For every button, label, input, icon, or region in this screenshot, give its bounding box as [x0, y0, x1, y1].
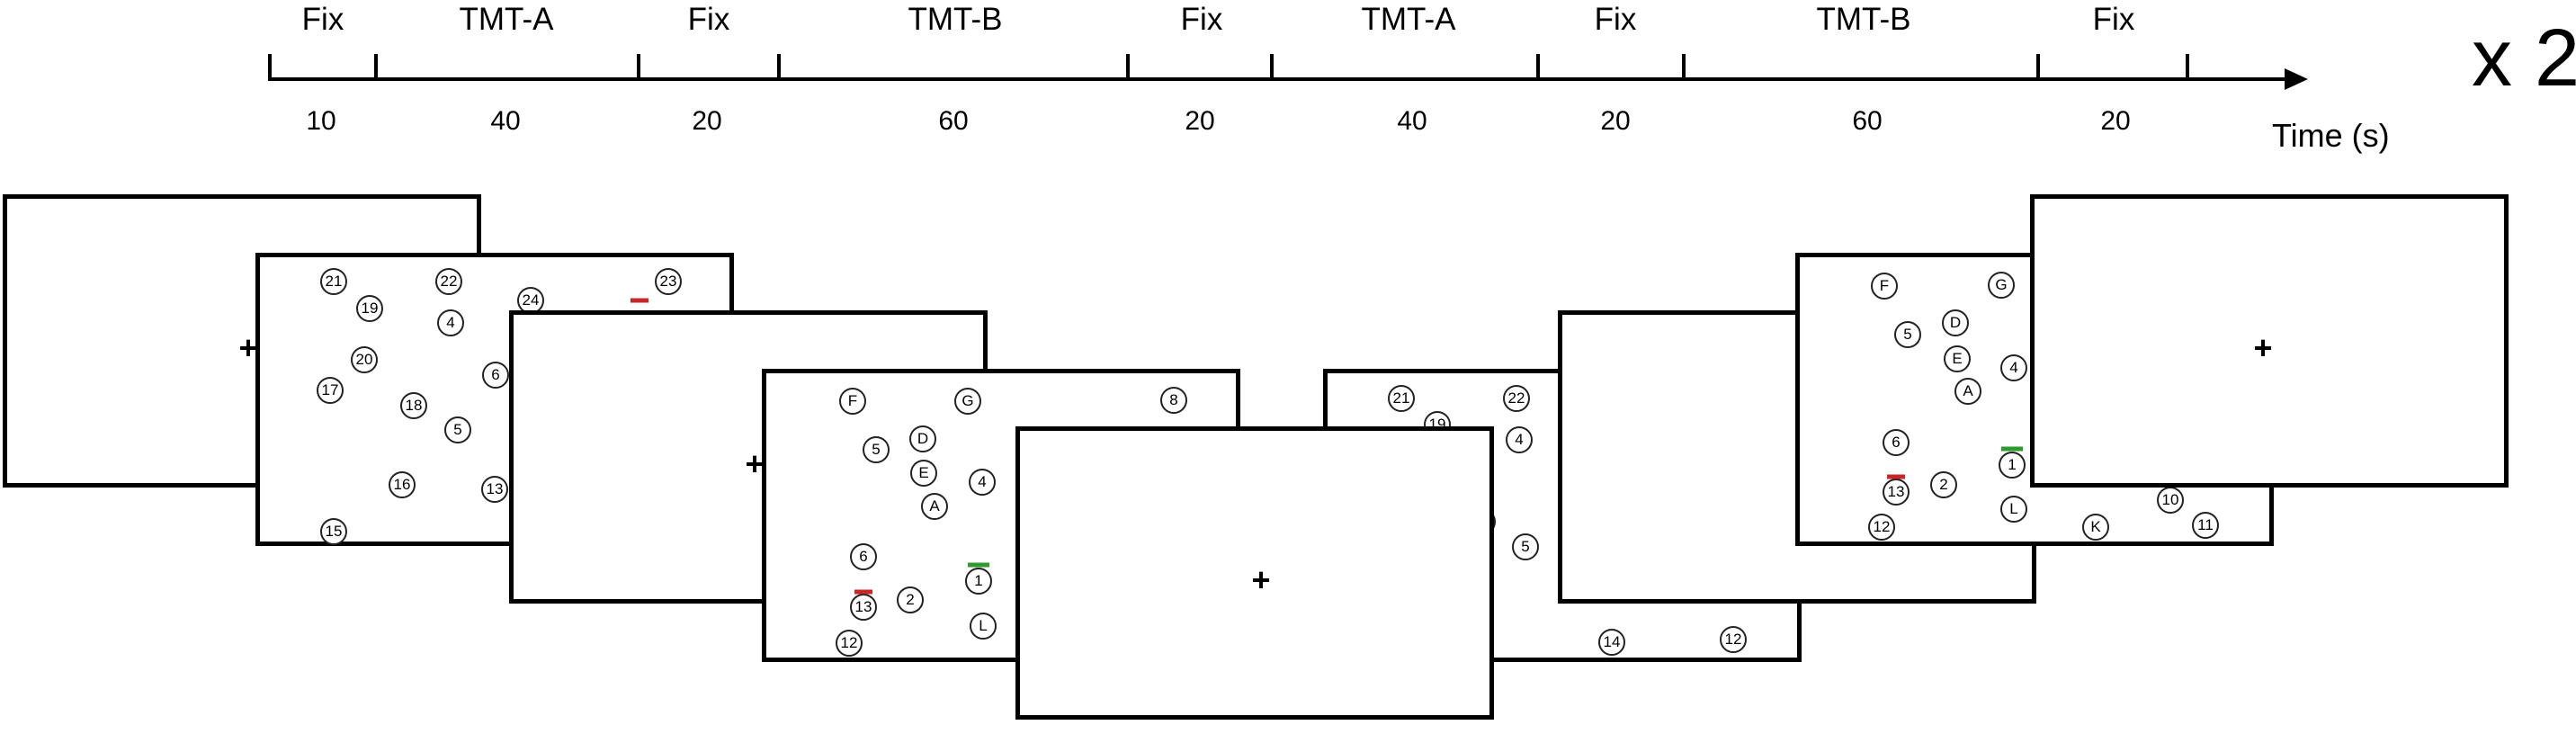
trail-node: 12 [836, 630, 863, 657]
segment-duration: 60 [1852, 106, 1883, 136]
time-axis [268, 77, 2294, 81]
trail-node: 18 [400, 392, 427, 419]
trail-node: A [921, 493, 948, 520]
trail-node: E [1944, 345, 1971, 372]
segment-label: Fix [1180, 2, 1223, 37]
trail-node: 4 [1506, 426, 1533, 453]
trail-node: K [2082, 514, 2109, 541]
end-marker [854, 589, 872, 595]
trail-node: 1 [965, 568, 992, 595]
fixation-cross: + [745, 445, 765, 482]
axis-tick [1126, 54, 1130, 81]
fixation-cross: + [1251, 561, 1271, 598]
trail-node: 5 [1512, 533, 1539, 560]
trail-node: 6 [850, 543, 877, 570]
axis-tick [1682, 54, 1686, 81]
trail-node: D [1942, 309, 1969, 336]
segment-label: Fix [2092, 2, 2135, 37]
axis-label: Time (s) [2272, 117, 2390, 154]
trail-node: F [839, 388, 866, 415]
trail-node: 5 [444, 416, 471, 443]
trail-node: G [1988, 272, 2015, 299]
trail-node: 20 [351, 346, 378, 373]
trail-node: A [1954, 378, 1981, 405]
axis-tick [2186, 54, 2189, 81]
segment-duration: 10 [306, 106, 336, 136]
end-marker [631, 298, 648, 303]
segment-label: TMT-A [459, 2, 554, 37]
trail-node: 23 [655, 268, 682, 295]
segment-label: TMT-B [1816, 2, 1911, 37]
trail-node: D [909, 425, 936, 452]
segment-label: TMT-B [908, 2, 1003, 37]
axis-tick [777, 54, 781, 81]
segment-label: Fix [687, 2, 730, 37]
segment-label: Fix [301, 2, 344, 37]
trail-node: 5 [1894, 321, 1921, 348]
axis-tick [268, 54, 272, 81]
segment-duration: 60 [938, 106, 969, 136]
trail-node: 17 [317, 377, 344, 404]
segment-duration: 20 [2100, 106, 2131, 136]
trail-node: 21 [320, 268, 347, 295]
trail-node: L [970, 613, 997, 640]
trail-node: 4 [2000, 354, 2027, 381]
trail-node: 6 [1883, 429, 1910, 456]
trail-node: L [2000, 496, 2027, 523]
fixation-cross: + [2253, 329, 2273, 366]
repeat-label: x 2 [2472, 13, 2576, 103]
trail-node: 22 [1503, 385, 1530, 412]
trail-node: 5 [863, 436, 890, 463]
trail-node: 21 [1388, 385, 1415, 412]
segment-duration: 20 [1185, 106, 1215, 136]
axis-tick [2036, 54, 2040, 81]
fixation-screen: + [2030, 194, 2509, 488]
segment-duration: 40 [1397, 106, 1427, 136]
trail-node: 19 [356, 295, 383, 322]
trail-node: 22 [435, 268, 462, 295]
fixation-screen: + [1015, 426, 1494, 720]
start-marker [2001, 446, 2023, 452]
trail-node: 6 [482, 362, 509, 389]
arrow-head-icon [2285, 68, 2308, 90]
axis-tick [374, 54, 378, 81]
trail-node: 15 [320, 518, 347, 545]
trail-node: 2 [897, 586, 924, 613]
start-marker [968, 562, 989, 568]
trail-node: 12 [1868, 514, 1895, 541]
segment-label: Fix [1594, 2, 1637, 37]
trail-node: 4 [969, 469, 996, 496]
trail-node: 13 [481, 476, 508, 503]
trail-node: 13 [850, 594, 877, 621]
axis-tick [637, 54, 640, 81]
trail-node: 12 [1720, 626, 1747, 653]
segment-label: TMT-A [1361, 2, 1456, 37]
segment-duration: 40 [490, 106, 521, 136]
trail-node: 1 [1999, 452, 2026, 479]
timeline: Fix TMT-A Fix TMT-B Fix TMT-A Fix TMT-B … [0, 0, 2576, 180]
trail-node: 14 [1598, 629, 1625, 656]
axis-tick [1536, 54, 1540, 81]
trail-node: 13 [1883, 479, 1910, 506]
trail-node: F [1871, 273, 1898, 300]
segment-duration: 20 [1600, 106, 1631, 136]
trail-node: G [954, 388, 981, 415]
trail-node: 10 [2157, 487, 2184, 514]
axis-tick [1270, 54, 1274, 81]
trail-node: 16 [389, 471, 416, 498]
end-marker [1887, 474, 1905, 479]
trail-node: 4 [437, 309, 464, 336]
trail-node: 24 [517, 287, 544, 314]
segment-duration: 20 [692, 106, 722, 136]
trail-node: E [910, 460, 937, 487]
trail-node: 8 [1160, 387, 1187, 414]
trail-node: 2 [1930, 471, 1957, 498]
trail-node: 11 [2192, 512, 2219, 539]
fixation-cross: + [238, 329, 258, 366]
